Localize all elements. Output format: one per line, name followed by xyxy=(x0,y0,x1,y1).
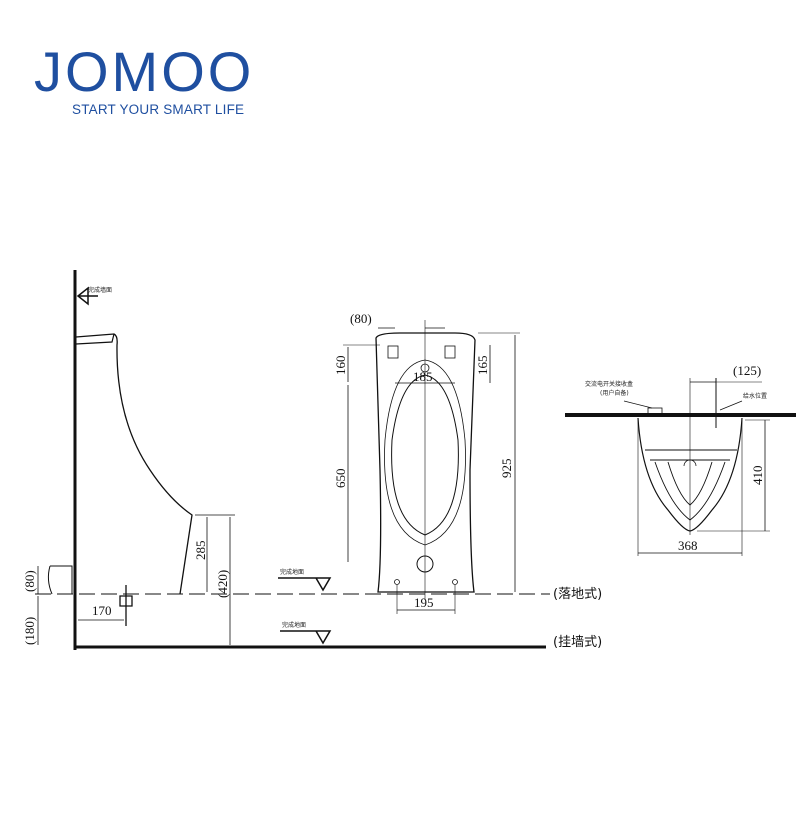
drain-fitting xyxy=(119,585,133,626)
dim-160: 160 xyxy=(333,356,348,376)
dim-185: 185 xyxy=(413,369,433,384)
dim-195: 195 xyxy=(414,595,434,610)
urinal-side-profile xyxy=(75,333,193,595)
brand-logo: JOMOO START YOUR SMART LIFE xyxy=(34,40,255,118)
install-type-floor-standing: (落地式) xyxy=(553,587,602,602)
finished-floor-marker-icon-2 xyxy=(280,630,332,645)
front-view: (80) 160 650 185 165 925 195 xyxy=(333,311,520,614)
dim-170: 170 xyxy=(92,603,112,618)
finished-wall-marker-icon xyxy=(76,286,98,306)
power-box-label: 交流电开关接收盒 xyxy=(585,380,633,388)
dim-180: (180) xyxy=(22,617,37,645)
finished-floor-label-2: 完成地面 xyxy=(282,621,306,629)
dim-125: (125) xyxy=(733,363,761,378)
pipe-outlet xyxy=(47,565,73,595)
dim-285: 285 xyxy=(193,541,208,561)
finished-floor-label: 完成地面 xyxy=(280,568,304,576)
dim-420: (420) xyxy=(215,570,230,598)
side-view: 完成墙面 285 (420) 170 (80) (180) 完成地面 完成地面 xyxy=(22,270,550,650)
urinal-front-body xyxy=(375,332,476,593)
finished-floor-marker-icon xyxy=(278,577,332,592)
dim-410: 410 xyxy=(750,466,765,486)
dim-165: 165 xyxy=(475,356,490,376)
brand-tagline: START YOUR SMART LIFE xyxy=(72,102,245,117)
dim-368: 368 xyxy=(678,538,698,553)
dim-650: 650 xyxy=(333,469,348,489)
power-box-note: (用户自备) xyxy=(600,389,629,397)
finished-wall-label: 完成墙面 xyxy=(88,286,112,294)
dim-80-front: (80) xyxy=(350,311,372,326)
dim-80-side: (80) xyxy=(22,570,37,592)
dim-925: 925 xyxy=(499,459,514,479)
wall-mounted-view: (125) 交流电开关接收盒 (用户自备) 给水位置 410 368 xyxy=(565,363,796,556)
brand-name: JOMOO xyxy=(34,40,255,103)
install-type-wall-mounted: (挂墙式) xyxy=(553,635,602,650)
water-supply-label: 给水位置 xyxy=(743,392,767,400)
